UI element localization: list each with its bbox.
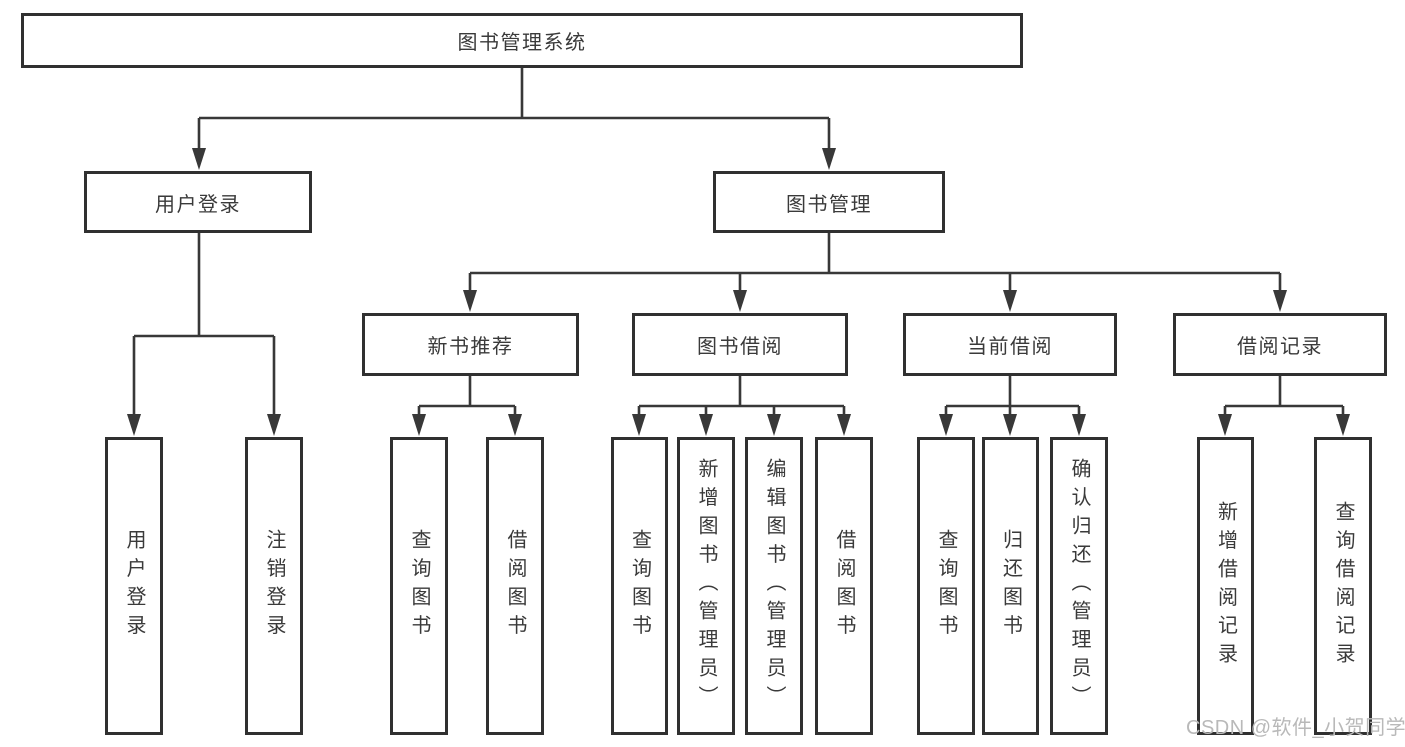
arrow-down-icon — [1003, 414, 1017, 436]
leaf-add-borrow-record-label: 新增借阅记录 — [1214, 500, 1237, 672]
node-new-book-rec-label: 新书推荐 — [427, 336, 514, 358]
node-borrow-records-label: 借阅记录 — [1237, 336, 1323, 358]
arrow-down-icon — [127, 414, 141, 436]
leaf-borrow-book-borrow-label: 借阅图书 — [833, 529, 855, 643]
arrow-down-icon — [1218, 414, 1232, 436]
arrow-down-icon — [822, 148, 836, 170]
connector-borrow-records — [1223, 376, 1345, 418]
watermark: CSDN @软件_小贺同学 — [1186, 717, 1405, 739]
arrow-down-icon — [1003, 290, 1017, 312]
leaf-add-book: 新增图书（管理员） — [677, 437, 735, 735]
arrow-down-icon — [837, 414, 851, 436]
leaf-edit-book-label: 编辑图书（管理员） — [763, 458, 785, 714]
leaf-user-login-label: 用户登录 — [123, 529, 145, 643]
arrow-down-icon — [1336, 414, 1350, 436]
arrow-down-icon — [939, 414, 953, 436]
arrow-down-icon — [1072, 414, 1086, 436]
leaf-query-book-rec: 查询图书 — [390, 437, 448, 735]
node-user-login: 用户登录 — [84, 171, 312, 233]
node-book-borrow: 图书借阅 — [632, 313, 848, 376]
node-book-mgmt: 图书管理 — [713, 171, 945, 233]
arrow-down-icon — [699, 414, 713, 436]
node-borrow-records: 借阅记录 — [1173, 313, 1387, 376]
leaf-user-login: 用户登录 — [105, 437, 163, 735]
leaf-borrow-book-rec-label: 借阅图书 — [504, 529, 526, 643]
node-root-label: 图书管理系统 — [457, 32, 587, 54]
leaf-query-book-current: 查询图书 — [917, 437, 975, 735]
leaf-add-book-label: 新增图书（管理员） — [695, 458, 717, 714]
leaf-query-borrow-record-label: 查询借阅记录 — [1332, 500, 1354, 672]
leaf-borrow-book-borrow: 借阅图书 — [815, 437, 873, 735]
connector-current-borrow — [944, 376, 1081, 418]
leaf-return-book: 归还图书 — [982, 437, 1039, 735]
arrow-down-icon — [1273, 290, 1287, 312]
arrow-down-icon — [412, 414, 426, 436]
connector-book-borrow — [637, 376, 846, 418]
leaf-query-book-borrow-label: 查询图书 — [628, 529, 651, 643]
arrow-down-icon — [508, 414, 522, 436]
connector-root — [197, 68, 831, 150]
arrow-down-icon — [192, 148, 206, 170]
arrow-down-icon — [733, 290, 747, 312]
connector-new-book-rec — [417, 376, 517, 418]
leaf-logout: 注销登录 — [245, 437, 303, 735]
arrowhead-icons — [127, 148, 1350, 436]
leaf-confirm-return-label: 确认归还（管理员） — [1068, 458, 1090, 714]
leaf-edit-book: 编辑图书（管理员） — [745, 437, 803, 735]
connector-book-mgmt — [468, 233, 1282, 294]
leaf-query-borrow-record: 查询借阅记录 — [1314, 437, 1372, 735]
leaf-query-book-rec-label: 查询图书 — [408, 529, 430, 643]
node-new-book-rec: 新书推荐 — [362, 313, 579, 376]
leaf-query-book-current-label: 查询图书 — [935, 529, 957, 643]
arrow-down-icon — [632, 414, 646, 436]
leaf-query-book-borrow: 查询图书 — [611, 437, 668, 735]
node-book-borrow-label: 图书借阅 — [697, 336, 783, 358]
leaf-return-book-label: 归还图书 — [999, 529, 1022, 643]
arrow-down-icon — [767, 414, 781, 436]
connector-user-login — [132, 233, 276, 418]
leaf-confirm-return: 确认归还（管理员） — [1050, 437, 1108, 735]
node-user-login-label: 用户登录 — [155, 193, 241, 216]
node-current-borrow-label: 当前借阅 — [967, 336, 1053, 358]
leaf-borrow-book-rec: 借阅图书 — [486, 437, 544, 735]
leaf-logout-label: 注销登录 — [263, 529, 285, 643]
arrow-down-icon — [463, 290, 477, 312]
leaf-add-borrow-record: 新增借阅记录 — [1197, 437, 1254, 735]
arrow-down-icon — [267, 414, 281, 436]
node-root: 图书管理系统 — [21, 13, 1023, 68]
node-current-borrow: 当前借阅 — [903, 313, 1117, 376]
node-book-mgmt-label: 图书管理 — [786, 193, 872, 216]
